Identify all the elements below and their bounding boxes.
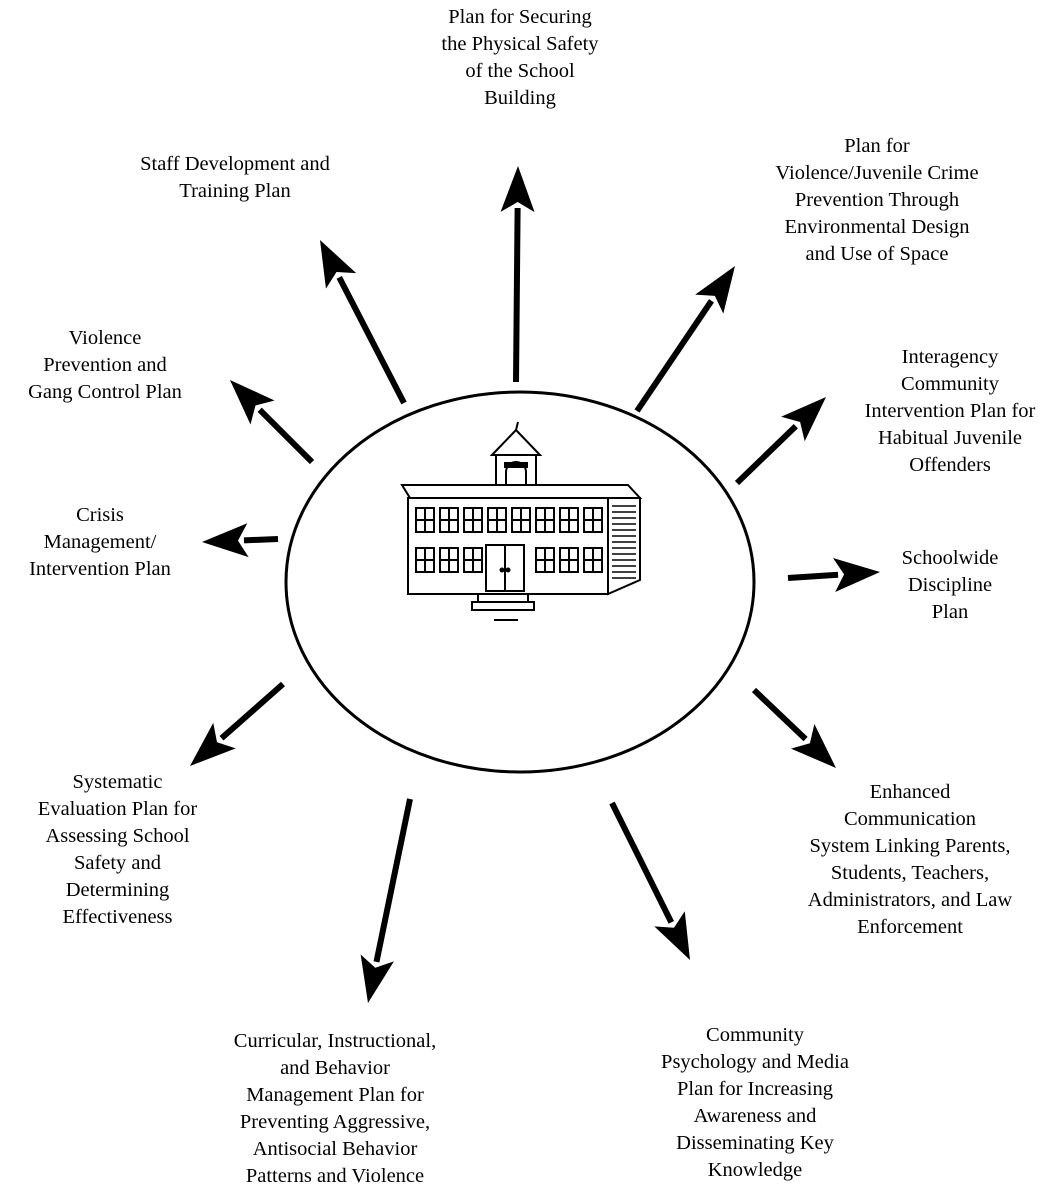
arrows-group xyxy=(190,166,880,1003)
label-crisis: Crisis Management/ Intervention Plan xyxy=(29,504,171,580)
arrowhead-staff-development xyxy=(320,240,357,289)
arrow-shaft-staff-development xyxy=(336,275,407,405)
center-ellipse xyxy=(284,390,756,774)
arrowhead-curricular xyxy=(360,954,394,1003)
arrow-shaft-curricular xyxy=(373,798,413,963)
label-interagency: Interagency Community Intervention Plan … xyxy=(864,346,1036,476)
label-physical-safety: Plan for Securing the Physical Safety of… xyxy=(441,6,599,109)
label-curricular: Curricular, Instructional, and Behavior … xyxy=(233,1030,437,1187)
label-environmental-design: Plan for Violence/Juvenile Crime Prevent… xyxy=(775,135,979,265)
label-evaluation: Systematic Evaluation Plan for Assessing… xyxy=(37,771,198,928)
arrowhead-physical-safety xyxy=(500,166,535,213)
arrowhead-discipline xyxy=(832,558,880,592)
arrowhead-communication xyxy=(790,723,836,768)
arrow-shaft-crisis xyxy=(243,536,279,544)
label-gang-control: Violence Prevention and Gang Control Pla… xyxy=(28,327,182,403)
label-discipline: Schoolwide Discipline Plan xyxy=(901,547,999,623)
arrow-shaft-discipline xyxy=(787,571,839,581)
arrowhead-gang-control xyxy=(230,380,275,425)
arrow-shaft-physical-safety xyxy=(513,207,521,383)
arrow-shaft-evaluation xyxy=(219,681,285,741)
arrow-shaft-communication xyxy=(751,687,808,742)
arrowhead-evaluation xyxy=(190,722,236,766)
arrowhead-crisis xyxy=(202,523,249,558)
school-building-icon xyxy=(400,421,643,621)
arrowhead-community-psychology xyxy=(654,911,690,960)
arrow-shaft-environmental-design xyxy=(634,299,714,413)
arrow-shaft-interagency xyxy=(734,424,798,486)
label-communication: Enhanced Communication System Linking Pa… xyxy=(807,781,1013,938)
school-windows xyxy=(415,507,603,573)
arrow-shaft-gang-control xyxy=(257,407,315,465)
arrow-shaft-community-psychology xyxy=(609,801,674,924)
arrowhead-interagency xyxy=(781,397,826,442)
arrowhead-environmental-design xyxy=(695,266,735,314)
label-community-psychology: Community Psychology and Media Plan for … xyxy=(661,1024,849,1181)
label-staff-development: Staff Development and Training Plan xyxy=(140,153,330,202)
